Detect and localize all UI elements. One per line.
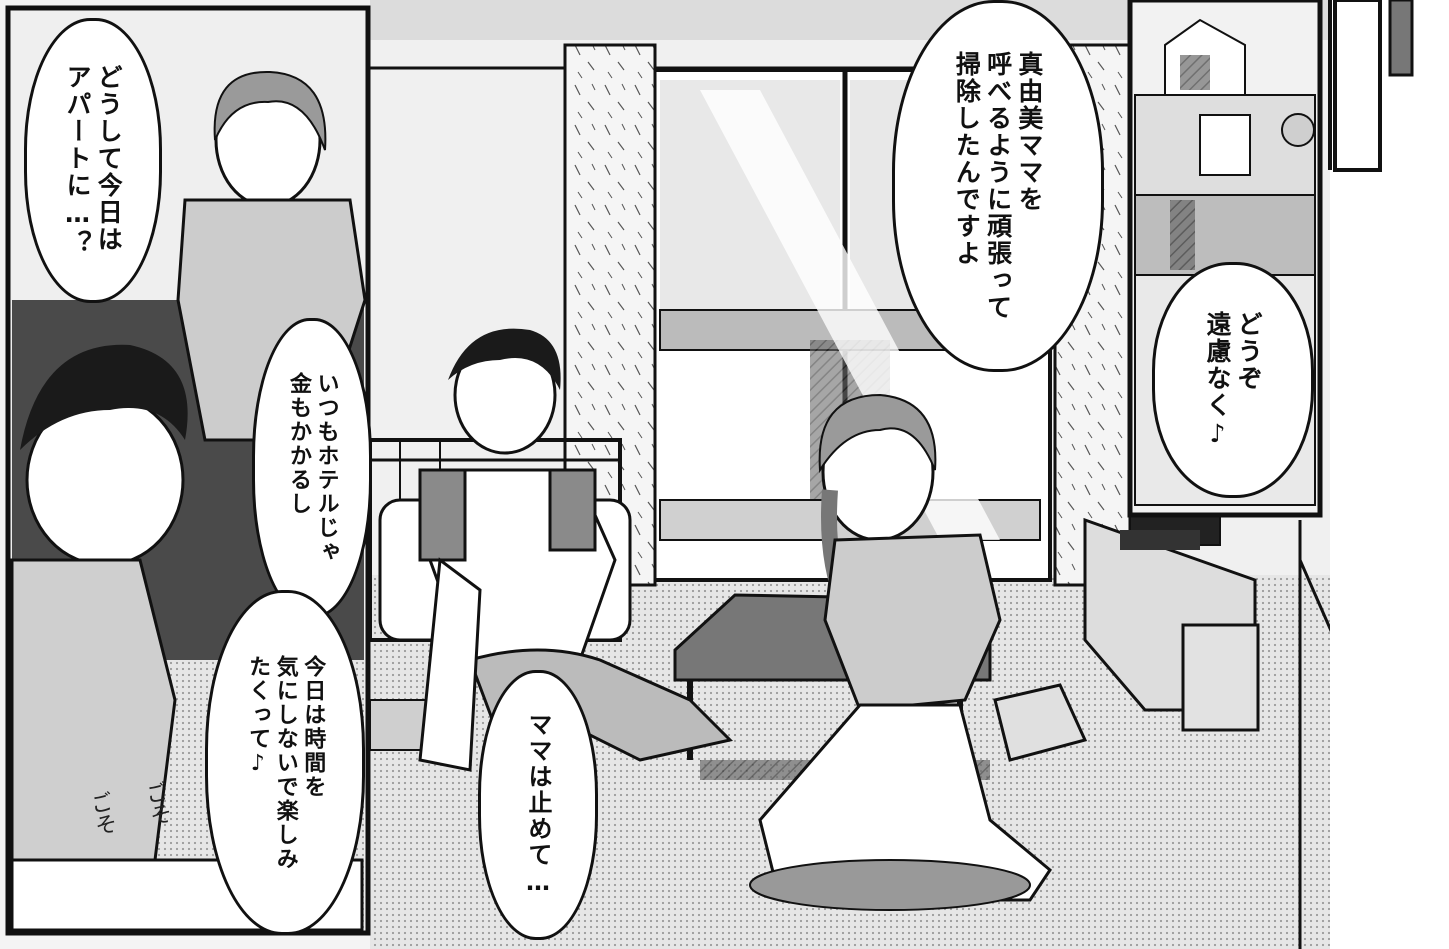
speech-bubble-right: どうぞ 遠慮なく♪ [1152,262,1314,498]
bubble-text: 真由美ママを 呼べるように頑張って 掃除したんですよ [952,51,1044,321]
speech-bubble-left-middle: いつもホテルじゃ 金もかかるし [252,318,372,618]
woman-seated [749,393,1052,911]
bubble-text: ママは止めて… [524,712,552,898]
bubble-text: いつもホテルじゃ 金もかかるし [286,372,339,564]
speech-bubble-top-center: 真由美ママを 呼べるように頑張って 掃除したんですよ [892,0,1104,372]
bag [993,683,1088,762]
trash-bin [1181,623,1260,732]
speech-bubble-bottom-center: ママは止めて… [478,670,598,940]
bubble-text: どうぞ 遠慮なく♪ [1203,310,1264,450]
young-man-left [10,344,364,932]
speech-bubble-left-bottom: 今日は時間を 気にしないで楽しみ たくって♪ [205,590,365,935]
bubble-text: どうして今日は アパートに…？ [63,64,124,257]
young-man-center [418,328,733,772]
speech-bubble-left-top: どうして今日は アパートに…？ [24,18,162,303]
bubble-text: 今日は時間を 気にしないで楽しみ たくって♪ [245,654,326,871]
